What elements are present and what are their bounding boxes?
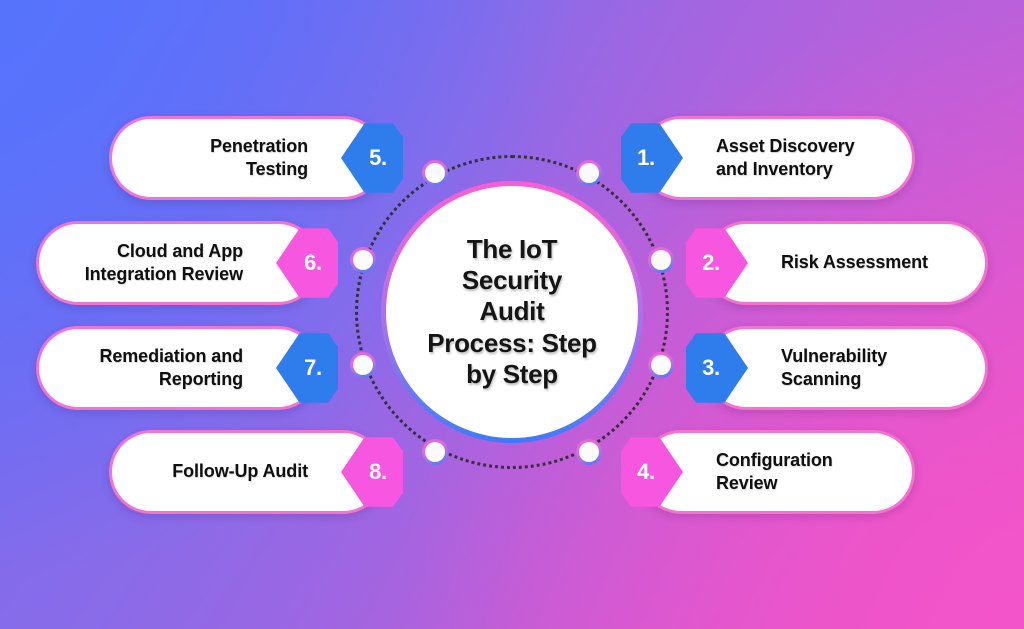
step-number-5: 5.	[369, 145, 387, 170]
pentagon-badge-icon-2: 2.	[686, 228, 748, 298]
connector-node-bottom-right	[576, 439, 602, 465]
step-card-4[interactable]: 4. Configuration Review	[621, 430, 915, 514]
step-label-1: Asset Discovery and Inventory	[716, 135, 855, 179]
step-label-8: Follow-Up Audit	[172, 461, 308, 482]
step-label-6: Cloud and App Integration Review	[84, 240, 243, 284]
connector-node-top-left	[422, 160, 448, 186]
pentagon-badge-icon-4: 4.	[621, 437, 683, 507]
pentagon-badge-icon-7: 7.	[276, 333, 338, 403]
step-number-4: 4.	[637, 459, 655, 484]
step-label-2: Risk Assessment	[781, 252, 928, 273]
node-dot	[353, 250, 373, 270]
step-card-3[interactable]: 3. Vulnerability Scanning	[686, 326, 988, 410]
connector-node-top-right	[576, 160, 602, 186]
step-number-2: 2.	[702, 250, 720, 275]
node-dot	[651, 355, 671, 375]
step-card-5[interactable]: Penetration Testing 5.	[109, 116, 403, 200]
pentagon-badge-icon-3: 3.	[686, 333, 748, 403]
step-card-2[interactable]: 2. Risk Assessment	[686, 221, 988, 305]
node-dot	[579, 442, 599, 462]
step-number-3: 3.	[702, 355, 720, 380]
pentagon-badge-icon-5: 5.	[341, 123, 403, 193]
pentagon-badge-icon-1: 1.	[621, 123, 683, 193]
center-hub-inner: The IoT Security Audit Process: Step by …	[386, 186, 638, 438]
step-card-6[interactable]: Cloud and App Integration Review 6.	[36, 221, 338, 305]
connector-node-bottom-left	[422, 439, 448, 465]
node-dot	[425, 163, 445, 183]
step-label-3: Vulnerability Scanning	[781, 345, 888, 389]
step-card-1[interactable]: 1. Asset Discovery and Inventory	[621, 116, 915, 200]
connector-node-low-left	[350, 352, 376, 378]
step-number-7: 7.	[304, 355, 322, 380]
step-number-1: 1.	[637, 145, 655, 170]
node-dot	[579, 163, 599, 183]
pentagon-badge-icon-8: 8.	[341, 437, 403, 507]
pentagon-badge-icon-6: 6.	[276, 228, 338, 298]
node-dot	[353, 355, 373, 375]
connector-node-mid-right	[648, 247, 674, 273]
step-number-6: 6.	[304, 250, 322, 275]
connector-node-mid-left	[350, 247, 376, 273]
node-dot	[425, 442, 445, 462]
connector-node-low-right	[648, 352, 674, 378]
step-label-5: Penetration Testing	[210, 135, 308, 179]
step-number-8: 8.	[369, 459, 387, 484]
step-card-8[interactable]: Follow-Up Audit 8.	[109, 430, 403, 514]
node-dot	[651, 250, 671, 270]
step-label-7: Remediation and Reporting	[99, 345, 243, 389]
step-card-7[interactable]: Remediation and Reporting 7.	[36, 326, 338, 410]
dotted-orbit-ring	[355, 155, 669, 469]
center-hub: The IoT Security Audit Process: Step by …	[381, 181, 643, 443]
page-title: The IoT Security Audit Process: Step by …	[427, 234, 597, 389]
step-label-4: Configuration Review	[716, 449, 833, 493]
